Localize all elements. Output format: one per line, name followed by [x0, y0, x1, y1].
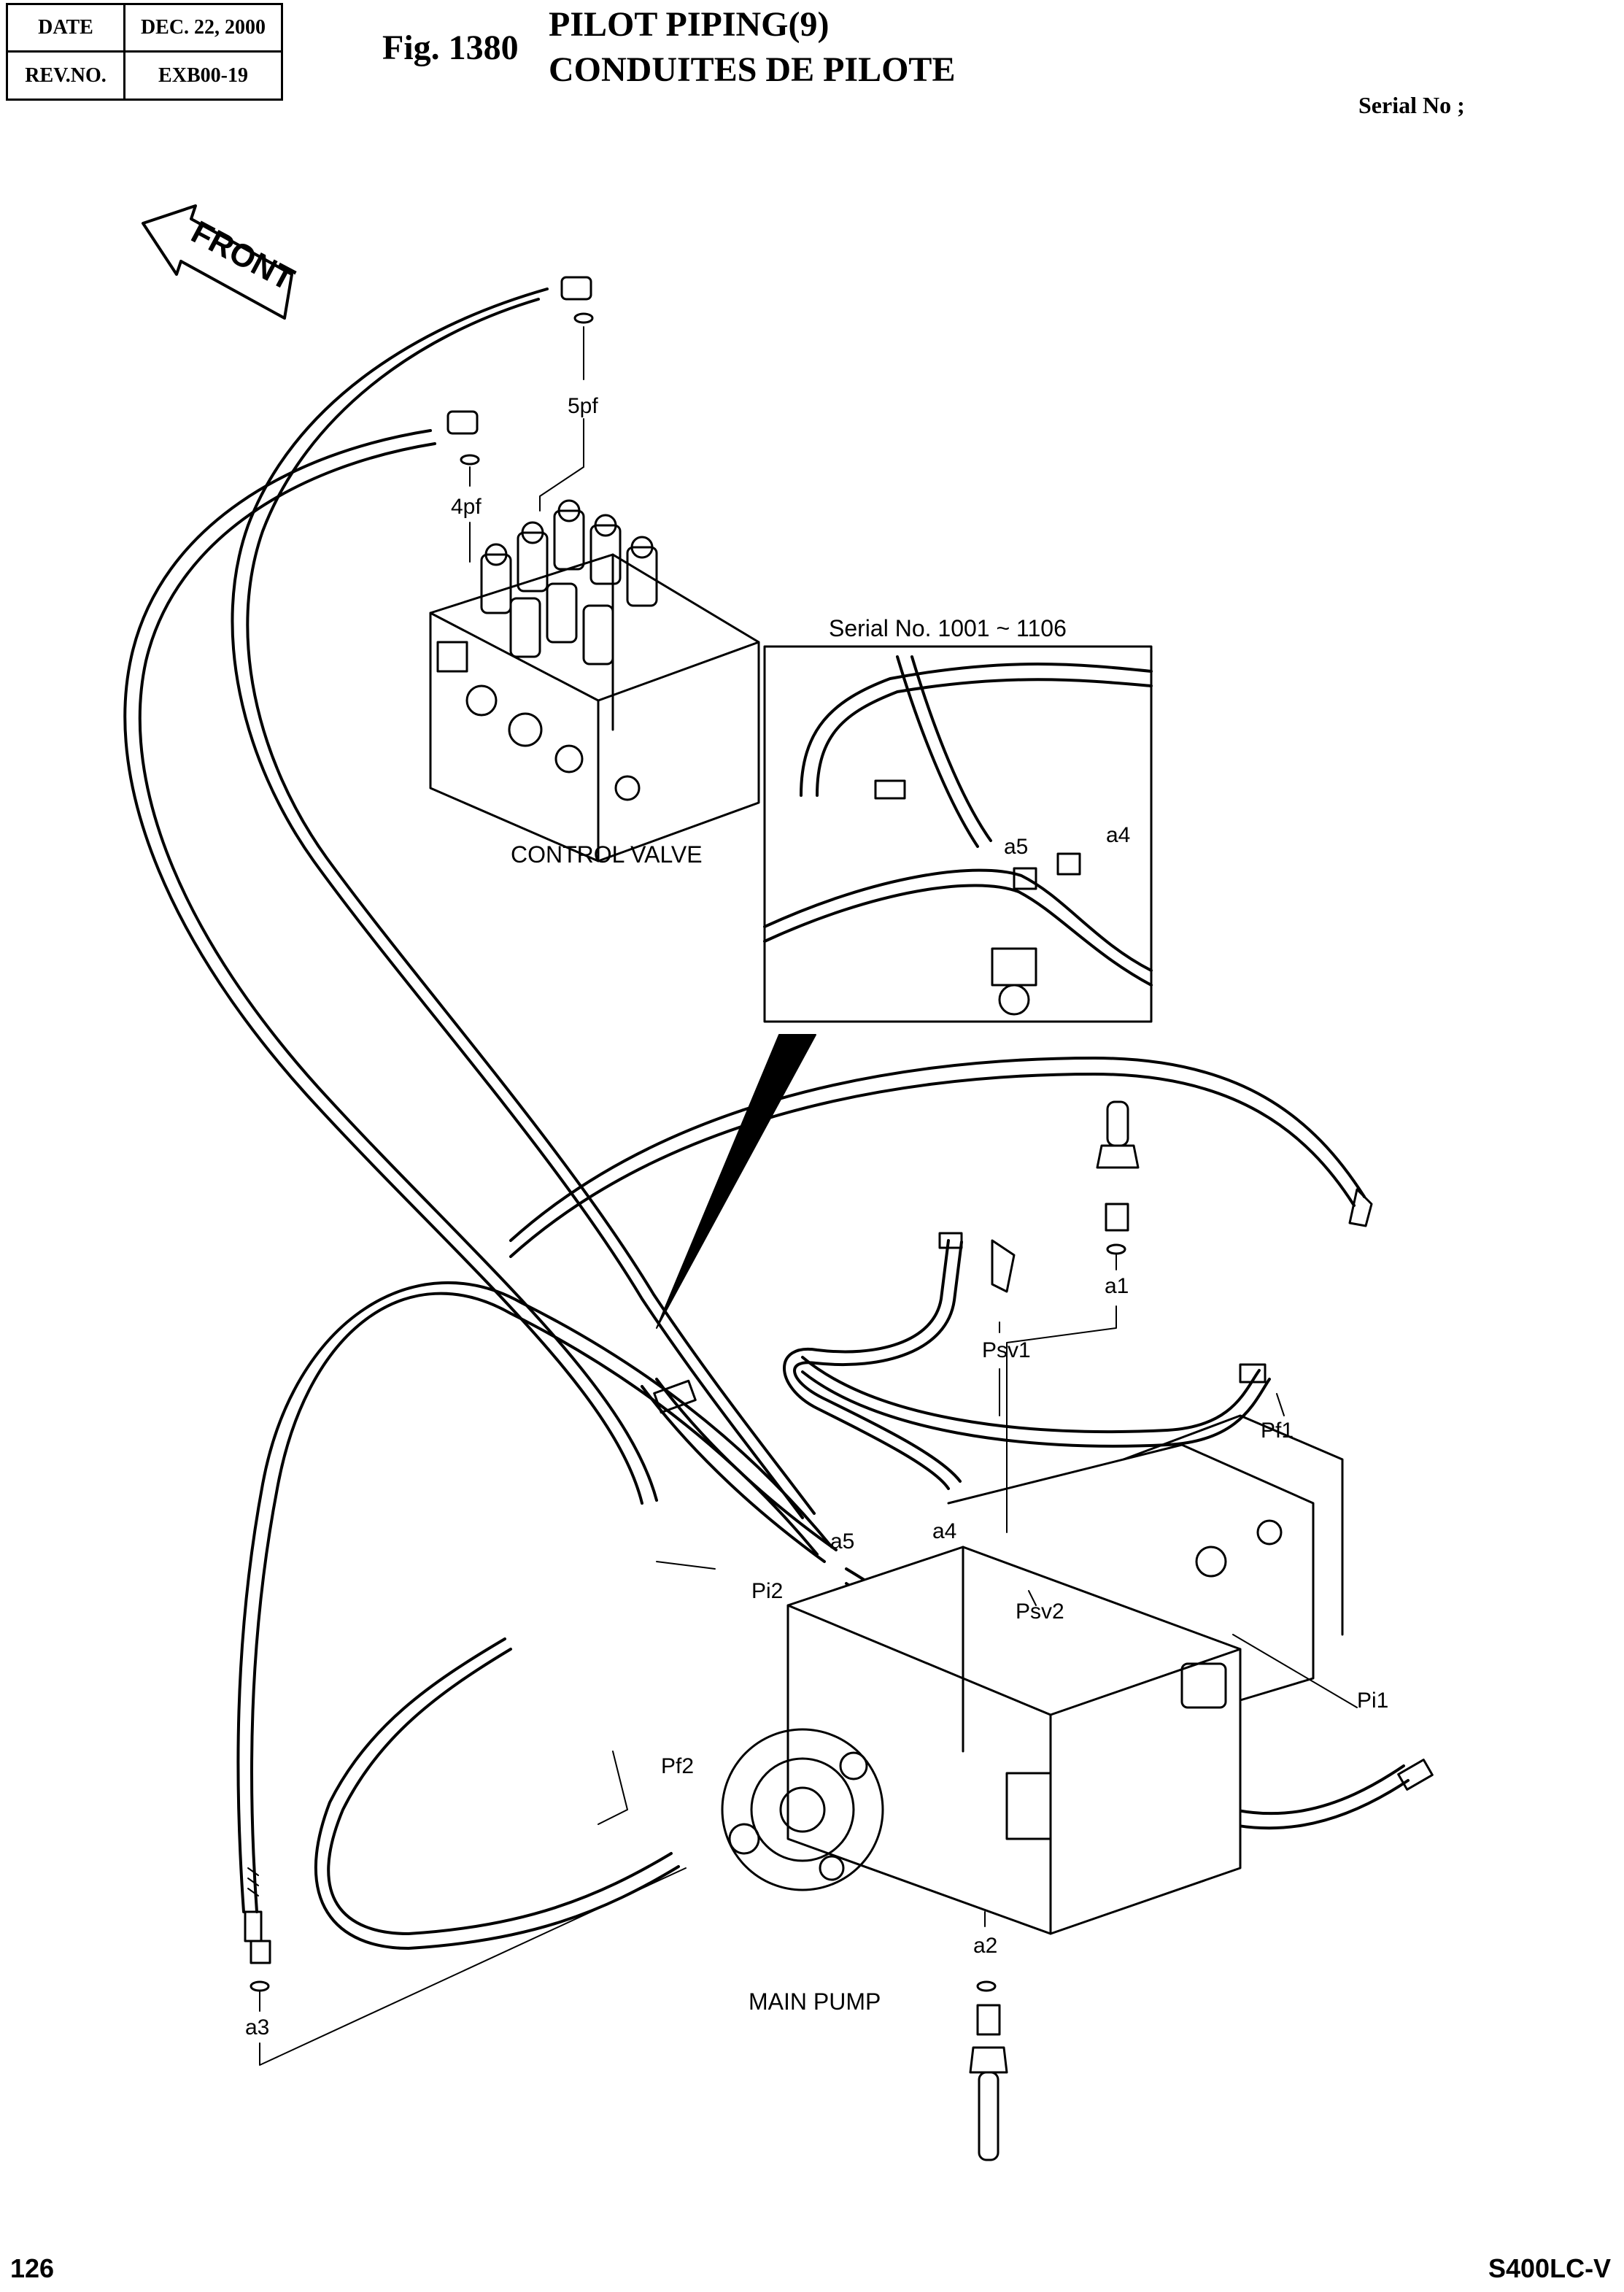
- main-pump-icon: [721, 1414, 1344, 1935]
- port-psv1: Psv1: [982, 1338, 1031, 1362]
- leader-lines: [259, 326, 1358, 2066]
- port-4pf: 4pf: [451, 495, 482, 519]
- hose-5pf: [231, 288, 816, 1519]
- model-code: S400LC-V: [1488, 2253, 1612, 2283]
- hose-a3: [236, 1281, 833, 1942]
- figure-title-fr: CONDUITES DE PILOTE: [549, 50, 956, 89]
- hose-pf2: [314, 1637, 680, 1950]
- hose-pi2: [641, 1378, 838, 1563]
- revision-table: DATE DEC. 22, 2000 REV.NO. EXB00-19: [6, 3, 283, 101]
- fitting-5pf: [560, 276, 594, 324]
- serial-number-label: Serial No ;: [1358, 92, 1465, 118]
- inset-detail: [763, 645, 1153, 1023]
- hose-top-arc: [509, 1057, 1373, 1258]
- main-pump-label: MAIN PUMP: [749, 1988, 881, 2015]
- figure-number: Fig. 1380: [382, 28, 519, 67]
- rev-value: EXB00-19: [158, 63, 248, 87]
- port-pf1: Pf1: [1261, 1419, 1294, 1443]
- inset-title: Serial No. 1001 ~ 1106: [829, 615, 1067, 641]
- port-pi2: Pi2: [751, 1579, 783, 1603]
- port-a5-inset: a5: [1004, 835, 1028, 859]
- port-a4: a4: [932, 1519, 956, 1543]
- fitting-4pf: [446, 410, 480, 466]
- date-value: DEC. 22, 2000: [125, 5, 281, 53]
- rev-label: REV.NO.: [8, 53, 125, 99]
- figure-title-en: PILOT PIPING(9): [549, 5, 830, 44]
- hose-4pf: [123, 429, 658, 1505]
- port-a4-inset: a4: [1106, 823, 1130, 847]
- port-a2: a2: [973, 1934, 997, 1958]
- control-valve-icon: [429, 499, 760, 863]
- fitting-a3: [250, 1940, 271, 1992]
- port-pi1: Pi1: [1357, 1689, 1388, 1713]
- port-a5: a5: [830, 1529, 854, 1554]
- date-label: DATE: [8, 5, 125, 53]
- pressure-sensor-a2: [969, 1980, 1008, 2161]
- port-pf2: Pf2: [661, 1754, 694, 1778]
- port-psv2: Psv2: [1016, 1600, 1064, 1624]
- port-5pf: 5pf: [568, 394, 598, 418]
- hose-psv1: [783, 1232, 1271, 1490]
- page-number: 126: [10, 2253, 55, 2283]
- front-arrow-icon: [142, 204, 293, 320]
- inset-pointer: [656, 1034, 816, 1329]
- control-valve-label: CONTROL VALVE: [511, 841, 703, 868]
- port-a3: a3: [245, 2015, 269, 2040]
- pressure-sensor-a1: [1096, 1100, 1140, 1255]
- port-a1: a1: [1105, 1274, 1129, 1298]
